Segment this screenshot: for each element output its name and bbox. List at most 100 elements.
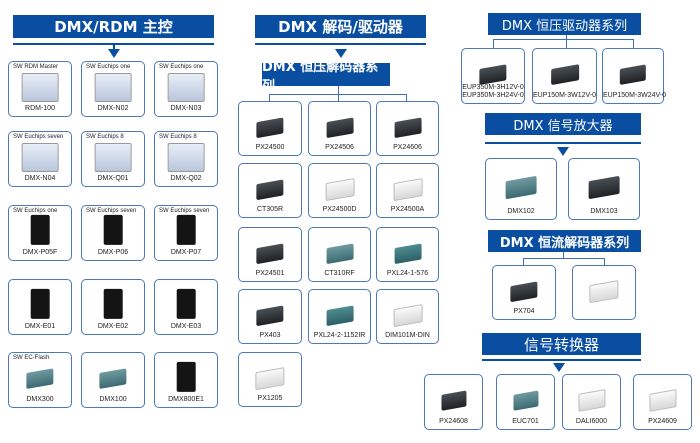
product-model-label: DMX-Q01 [97, 175, 129, 182]
header-dmx-decoders: DMX 解码/驱动器 [255, 15, 426, 38]
product-card[interactable]: PX403 [238, 289, 302, 344]
header-cv-driver-series: DMX 恒压驱动器系列 [488, 13, 641, 35]
software-label: SW Euchips one [86, 64, 131, 70]
product-image [30, 288, 50, 320]
connector [523, 258, 524, 265]
product-card[interactable]: DMX800E1 [154, 352, 218, 408]
product-image [21, 143, 59, 173]
arrow-down-icon [557, 147, 569, 156]
product-model-label: PX24500D [322, 206, 357, 213]
product-card[interactable]: DMX103 [568, 158, 640, 220]
connector [563, 252, 564, 258]
product-card[interactable]: PX24608 [424, 374, 483, 430]
product-card[interactable]: PX24500A [376, 163, 439, 218]
product-card[interactable]: PX24609 [633, 374, 692, 430]
product-image [167, 73, 205, 103]
product-card[interactable]: DMX100 [81, 352, 145, 408]
arrow-down-icon [553, 363, 565, 372]
header-signal-amplifier: DMX 信号放大器 [485, 113, 641, 135]
product-card[interactable]: DMX-E02 [81, 279, 145, 335]
product-model-label: PX24500A [390, 206, 425, 213]
product-model-label: PXL24-2-1152IR [313, 332, 366, 339]
connector [493, 39, 494, 48]
product-image [326, 304, 353, 326]
product-model-label: PX24606 [393, 144, 422, 151]
product-card[interactable]: DIM101M-DIN [376, 289, 439, 344]
product-image [167, 143, 205, 173]
product-model-label: DMX100 [99, 396, 127, 403]
product-image [325, 177, 354, 201]
header-cv-decoder-series: DMX 恒压解码器系列 [262, 60, 390, 94]
product-card[interactable]: DMX-E03 [154, 279, 218, 335]
product-card[interactable]: PXL24-1-576 [376, 227, 439, 282]
product-card[interactable]: EUP350M-3H12V-0 EUP350M-3H24V-0 [461, 48, 525, 104]
product-card[interactable]: PX24501 [238, 227, 302, 282]
software-label: SW Euchips seven [86, 208, 137, 214]
product-image [440, 390, 467, 412]
product-model-label: DMX103 [590, 208, 618, 215]
product-card[interactable]: EUP150M-3W24V-0 [602, 48, 667, 104]
connector [269, 94, 407, 95]
product-image [256, 304, 284, 326]
header-cc-decoder-series: DMX 恒流解码器系列 [488, 230, 641, 252]
software-label: SW EC-Flash [13, 355, 50, 361]
product-card[interactable]: CT310RF [308, 227, 371, 282]
product-image [512, 390, 539, 412]
header-dmx-rdm-master: DMX/RDM 主控 [13, 15, 214, 38]
product-card[interactable]: DMX102 [485, 158, 557, 220]
product-model-label: DMX-P06 [97, 249, 129, 256]
connector [338, 86, 339, 101]
product-card[interactable]: PX24500D [308, 163, 371, 218]
product-model-label: DIM101M-DIN [385, 332, 430, 339]
product-model-label: EUC701 [512, 418, 539, 425]
product-image [394, 116, 421, 138]
product-model-label: DMX300 [26, 396, 54, 403]
product-model-label: PX24501 [255, 270, 285, 277]
product-card[interactable]: DALI6000 [562, 374, 621, 430]
product-model-label: PX24608 [439, 418, 468, 425]
product-image [99, 368, 127, 390]
product-model-label: PX704 [513, 308, 535, 315]
product-card[interactable]: PX704 [492, 265, 556, 320]
product-card[interactable]: PXL24-2-1152IR [308, 289, 371, 344]
product-card[interactable]: CT305R [238, 163, 302, 218]
product-image [648, 389, 677, 413]
product-card[interactable]: PX24500 [238, 101, 302, 156]
product-card[interactable]: PX24606 [376, 101, 439, 156]
product-image [94, 73, 132, 103]
product-model-label: PXL24-1-576 [386, 270, 429, 277]
product-image [255, 366, 285, 390]
software-label: SW Euchips one [13, 208, 58, 214]
product-card[interactable] [572, 265, 636, 320]
product-card[interactable]: PX24506 [308, 101, 371, 156]
product-card[interactable]: EUC701 [496, 374, 555, 430]
software-label: SW Euchips 8 [86, 134, 124, 140]
product-model-label: DMX-Q02 [170, 175, 202, 182]
product-model-label: PX1205 [257, 395, 283, 402]
product-image [30, 214, 50, 246]
product-card[interactable]: DMX-E01 [8, 279, 72, 335]
software-label: SW Euchips one [159, 64, 204, 70]
product-card[interactable]: PX1205 [238, 352, 302, 407]
divider-line [482, 359, 641, 361]
product-model-label: PX24500 [255, 144, 285, 151]
connector [523, 258, 605, 259]
product-card[interactable]: EUP150M-3W12V-0 [532, 48, 597, 104]
product-card[interactable]: SW Euchips 8 DMX-Q01 [81, 131, 145, 187]
product-image [326, 242, 353, 264]
product-image [589, 279, 619, 303]
product-model-label: EUP150M-3W24V-0 [603, 92, 667, 99]
product-model-label: RDM-100 [25, 105, 55, 112]
connector [493, 39, 633, 40]
product-model-label: EUP150M-3W12V-0 [533, 92, 597, 99]
